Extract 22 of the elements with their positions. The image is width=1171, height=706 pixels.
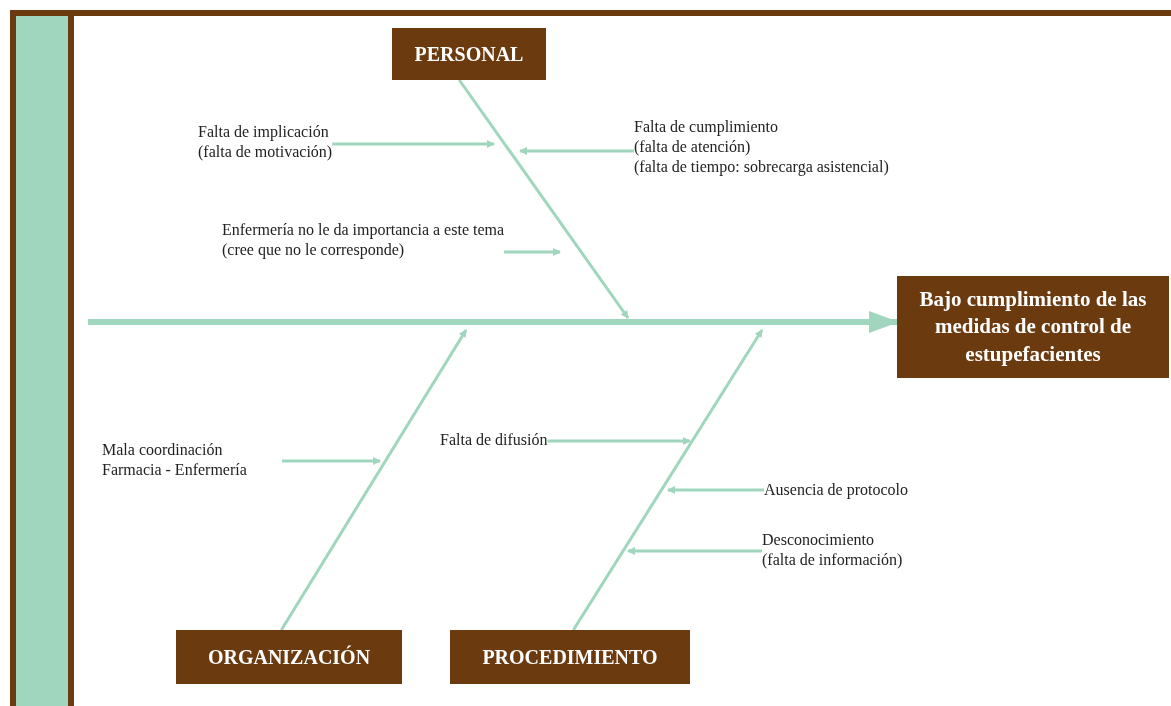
category-box: PROCEDIMIENTO [450,630,690,684]
arrow [504,248,561,256]
cause-label: Desconocimiento (falta de información) [762,530,903,570]
arrow [458,79,630,319]
category-box: PERSONAL [392,28,546,80]
arrow [572,329,764,631]
arrow [547,437,691,445]
cause-label: Falta de difusión [440,430,548,450]
category-box: ORGANIZACIÓN [176,630,402,684]
arrow [280,329,468,631]
arrow [627,547,762,555]
cause-label: Falta de cumplimiento (falta de atención) (falta de tiempo: sobrecarga asistencial) [634,117,889,177]
arrow [667,486,764,494]
arrow [282,457,381,465]
effect-box: Bajo cumplimiento de las medidas de control de estupefacientes [897,276,1169,378]
cause-label: Mala coordinación Farmacia - Enfermería [102,440,282,480]
cause-label: Falta de implicación (falta de motivación) [198,122,333,162]
cause-label: Ausencia de protocolo [764,480,908,500]
cause-label: Enfermería no le da importancia a este tema (cree que no le corresponde) [222,220,505,260]
arrow [88,311,899,333]
arrow [332,140,495,148]
arrow [519,147,634,155]
